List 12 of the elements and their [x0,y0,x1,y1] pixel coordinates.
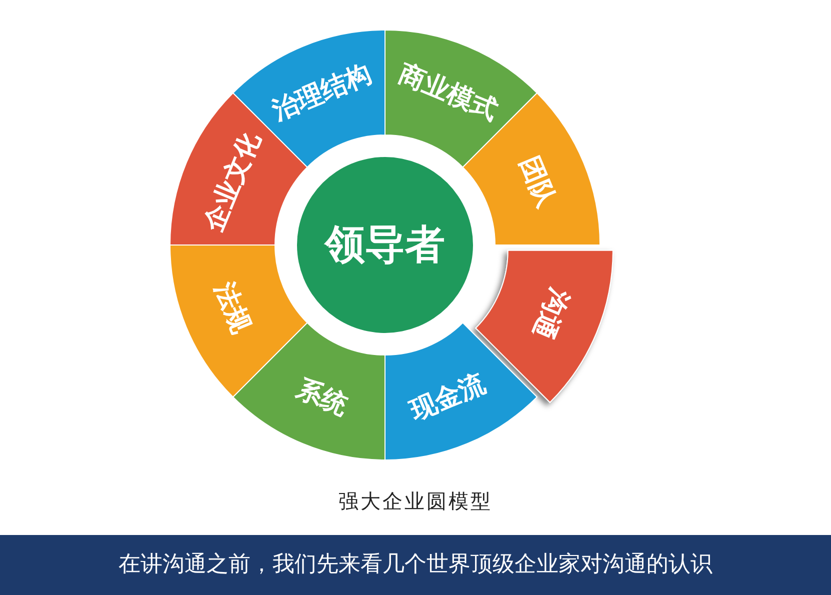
caption: 强大企业圆模型 [338,488,494,515]
segment-label: 企业文化 [198,128,266,236]
segment-label: 现金流 [406,368,490,426]
center-circle [297,157,473,333]
center-label: 领导者 [325,222,445,268]
segment-label: 商业模式 [394,58,502,126]
segment-label: 法规 [208,278,256,338]
segment-label: 团队 [514,152,562,212]
segment-label: 系统 [292,374,352,422]
segment-label: 沟通 [526,284,574,344]
segment-label: 治理结构 [268,58,376,126]
subtitle-text: 在讲沟通之前，我们先来看几个世界顶级企业家对沟通的认识 [118,552,712,577]
